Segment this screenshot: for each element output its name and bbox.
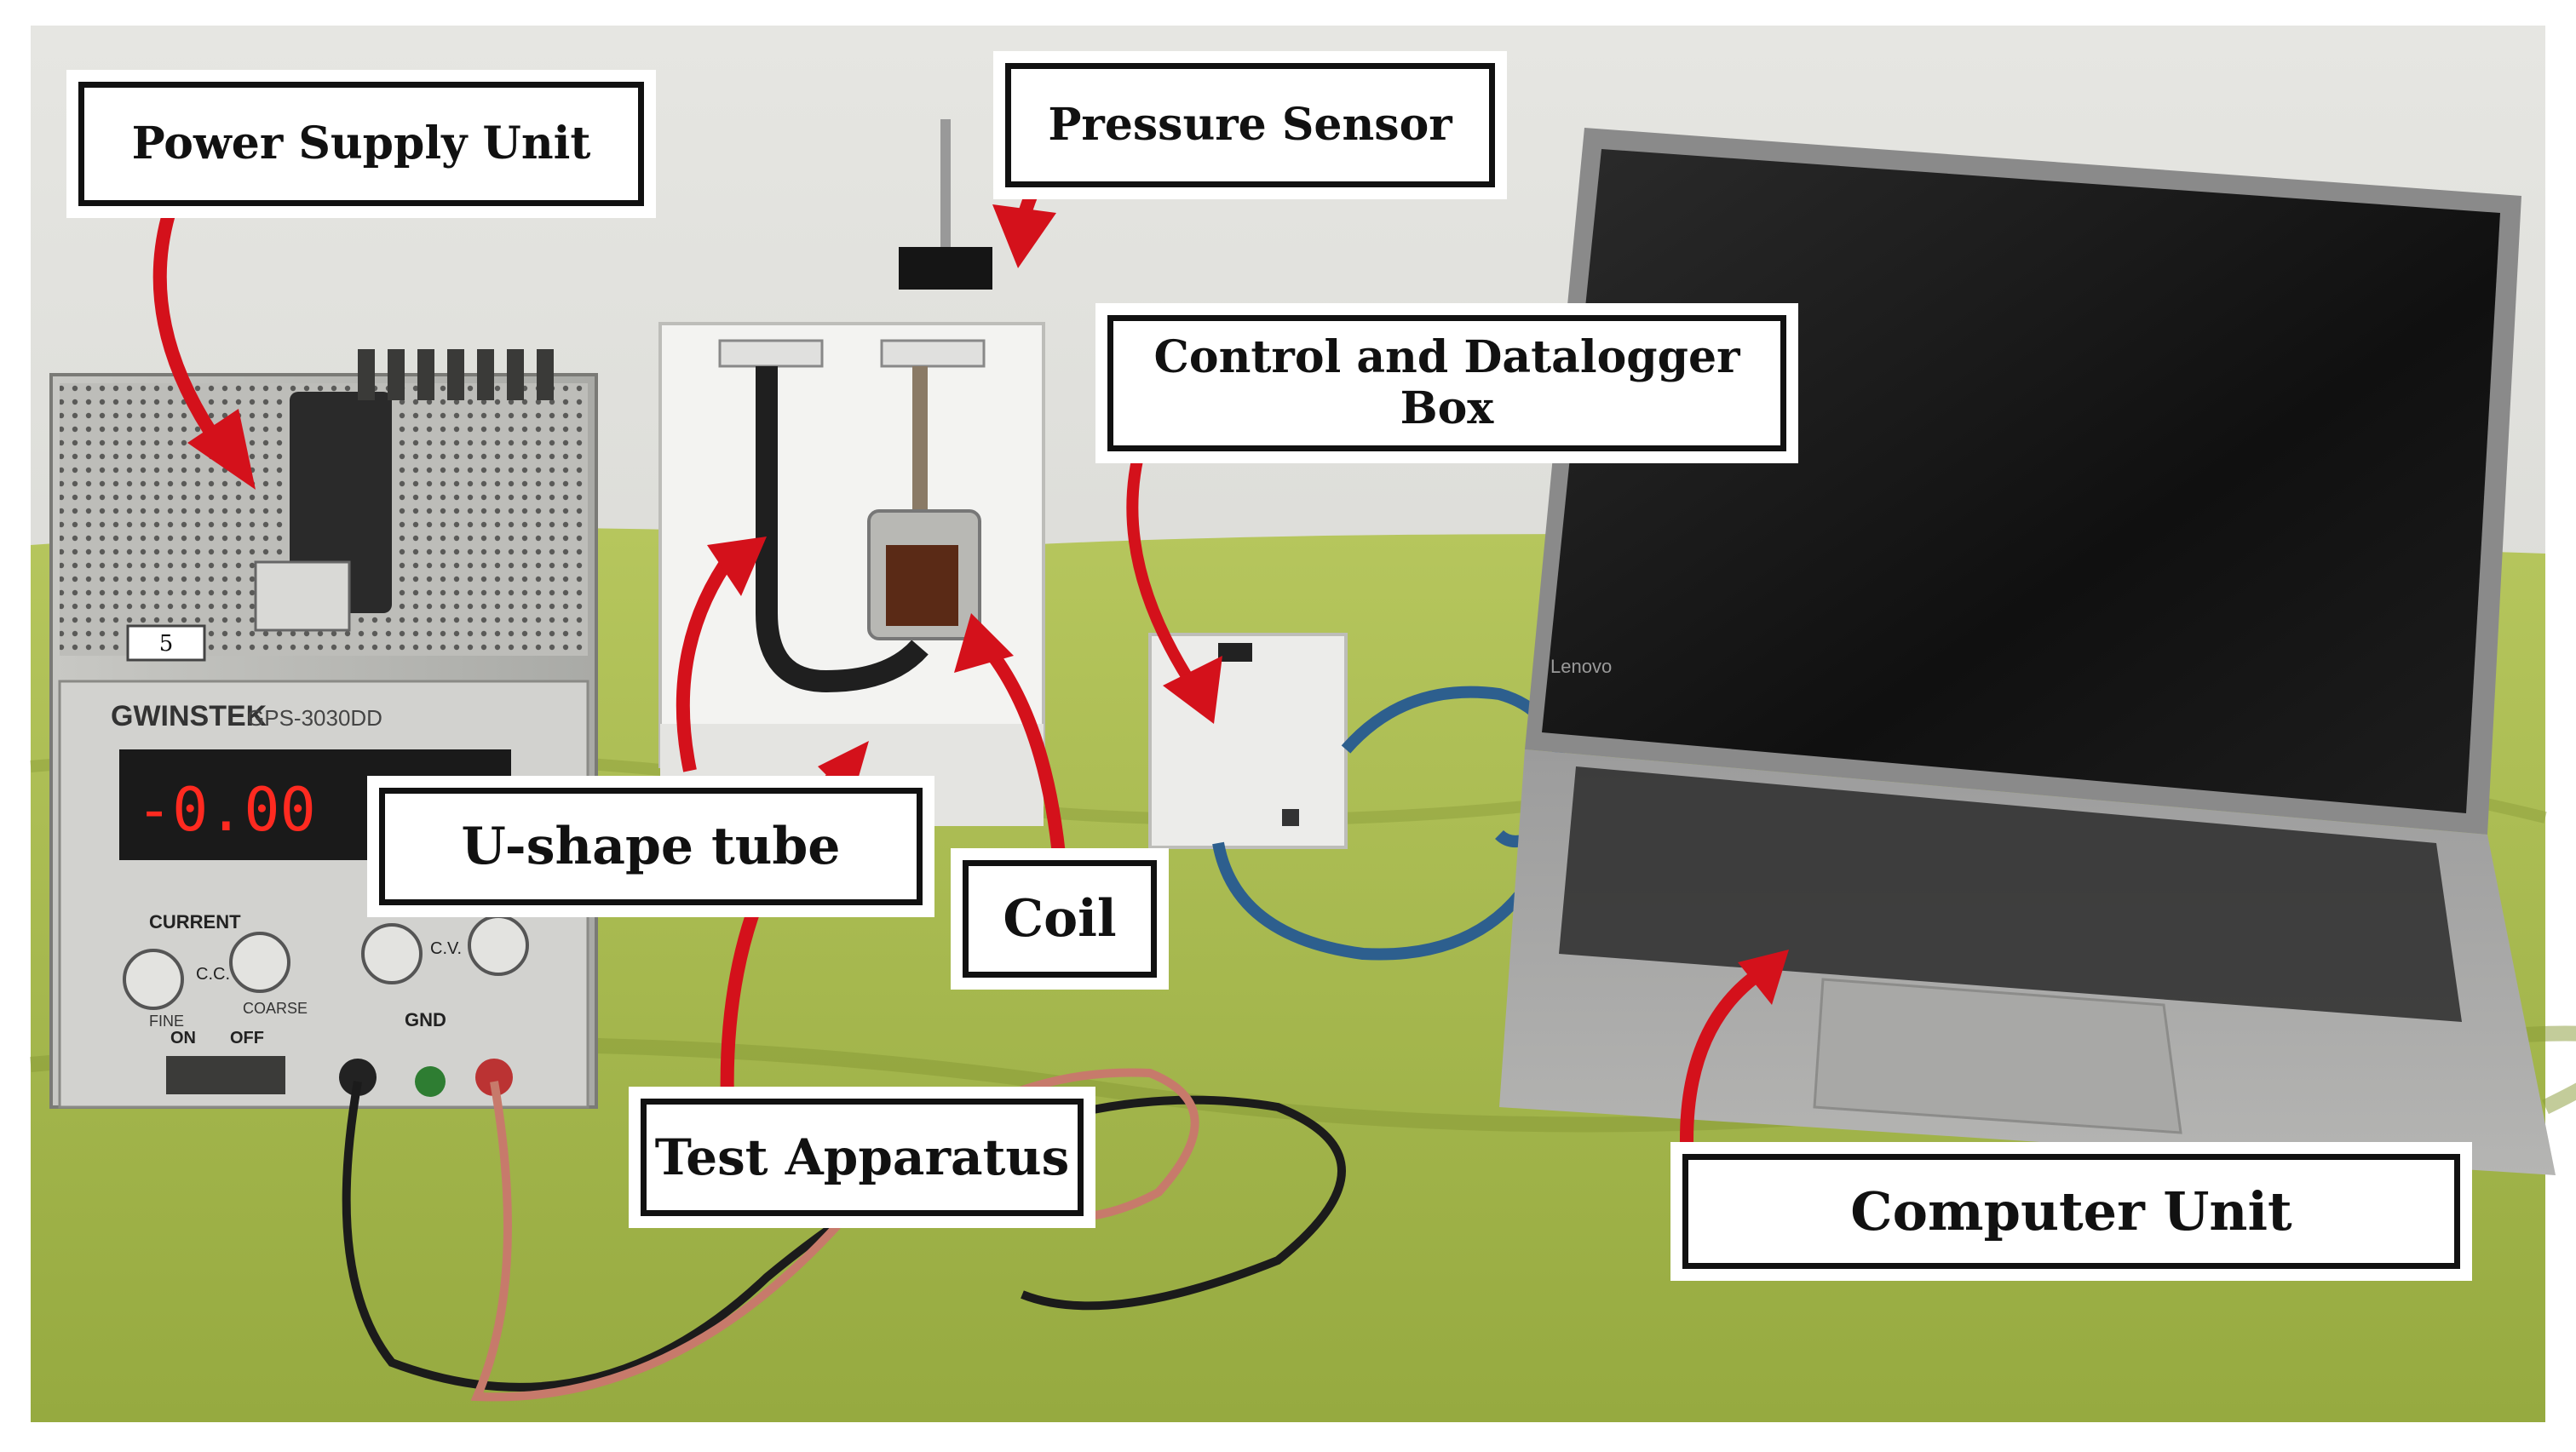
label-coil-text: Coil: [1003, 888, 1117, 949]
arrow-control-box-head: [1163, 656, 1222, 724]
off-label: OFF: [230, 1029, 264, 1047]
label-u-shape-tube-text: U-shape tube: [461, 816, 841, 876]
label-coil: Coil: [951, 848, 1169, 990]
sticker-number: 5: [159, 631, 174, 657]
coarse-current-knob: [229, 932, 290, 993]
label-test-apparatus-text: Test Apparatus: [654, 1128, 1070, 1186]
label-control-datalogger-line2: Box: [1400, 382, 1494, 434]
label-pressure-sensor: Pressure Sensor: [993, 51, 1507, 199]
fine-current-knob: [123, 949, 184, 1010]
cc-label: C.C.: [196, 965, 230, 984]
laptop-brand: Lenovo: [1550, 656, 1612, 677]
coarse-label: COARSE: [243, 1000, 308, 1017]
laptop-device: Lenovo: [1499, 128, 2556, 1175]
arrow-u-tube-head: [707, 537, 767, 596]
label-power-supply-unit-text: Power Supply Unit: [131, 118, 591, 170]
pressure-sensor-shape: [899, 247, 992, 290]
on-label: ON: [170, 1029, 196, 1047]
u-shape-tube-shape: [756, 366, 929, 693]
coarse-voltage-knob: [468, 915, 529, 976]
device-brand: GWINSTEK: [111, 700, 267, 732]
arrow-power-supply-head: [187, 409, 256, 490]
label-control-datalogger-box: Control and Datalogger Box: [1095, 303, 1798, 463]
arrow-pressure-sensor-head: [992, 204, 1056, 268]
fine-voltage-knob: [361, 923, 423, 984]
power-switch: [166, 1056, 285, 1094]
power-supply-device: 5 GWINSTEK GPS-3030DD -0.00 12.0 CURRENT…: [49, 349, 598, 1109]
arrow-u-tube-curve: [676, 549, 739, 772]
arrow-control-box-curve: [1126, 441, 1206, 702]
label-u-shape-tube: U-shape tube: [367, 776, 934, 917]
device-model: GPS-3030DD: [247, 705, 382, 731]
arrow-computer-unit-head: [1738, 950, 1789, 1005]
fine-label: FINE: [149, 1013, 184, 1030]
ground-terminal: [415, 1066, 446, 1097]
label-computer-unit: Computer Unit: [1670, 1142, 2472, 1281]
cv-label: C.V.: [430, 939, 462, 958]
arrow-power-supply-curve: [152, 193, 236, 464]
label-test-apparatus: Test Apparatus: [629, 1087, 1095, 1228]
arrow-coil-head: [954, 613, 1014, 673]
label-pressure-sensor-text: Pressure Sensor: [1048, 99, 1452, 152]
ammeter-display: -0.00: [136, 775, 316, 845]
label-control-datalogger-line1: Control and Datalogger: [1153, 331, 1740, 384]
positive-terminal: [475, 1059, 513, 1096]
label-power-supply-unit: Power Supply Unit: [66, 70, 656, 218]
negative-terminal: [339, 1059, 377, 1096]
label-computer-unit-text: Computer Unit: [1850, 1179, 2292, 1243]
gnd-label: GND: [405, 1009, 446, 1030]
coil-shape: [886, 545, 958, 626]
current-knob-label: CURRENT: [149, 911, 241, 933]
arrow-test-apparatus-head: [818, 741, 869, 801]
